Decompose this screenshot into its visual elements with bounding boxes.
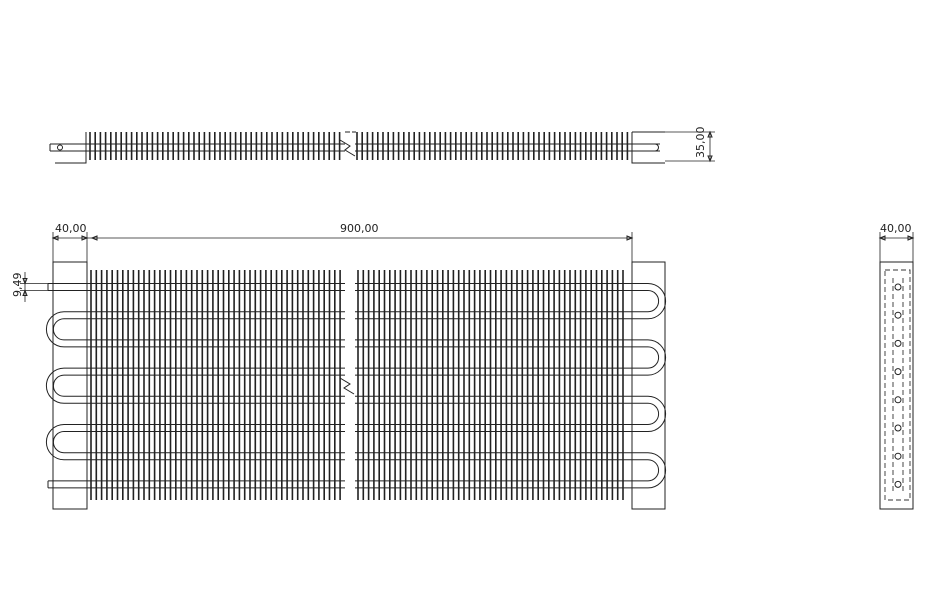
side-view [879,261,914,510]
side-bracket [879,261,914,510]
tube-section-icon [894,283,902,291]
dim-arrow [81,235,89,241]
dim-arrow [707,155,713,163]
dim-overall-length: 900,00 [340,222,379,235]
tube-bend-left [52,374,65,397]
dim-arrow [22,278,28,285]
tube-bend-right [647,346,660,369]
dim-top-height: 35,00 [694,127,707,159]
tube-section-icon [894,424,902,432]
tube-bend-right [647,290,660,313]
tube-end-icon [57,144,63,151]
tube-bend [654,143,659,152]
break-symbol [339,139,356,157]
tube-bend-left [45,424,65,461]
tube-bend-right [647,339,667,376]
dim-arrow [878,235,886,241]
dim-side-width: 40,00 [880,222,912,235]
dim-arrow [51,235,59,241]
dim-tube-diameter: 9,49 [11,273,24,298]
top-view [49,131,665,164]
front-view [45,261,667,510]
dim-arrow [22,289,28,296]
tube-bend-right [647,459,660,482]
dimensions: 35,00 40,00 900,00 9,49 40,00 [11,127,915,302]
dim-arrow [907,235,915,241]
tube-bend-right [647,395,667,432]
tube-bend-left [45,311,65,348]
right-bracket [631,261,666,510]
left-bracket [55,132,87,164]
tube-section-icon [894,396,902,404]
tube-bend-left [45,367,65,404]
tube-section-icon [894,480,902,488]
dim-left-bracket-width: 40,00 [55,222,87,235]
tube-bend-right [647,283,667,320]
tube-section-icon [894,339,902,347]
dim-arrow [626,235,634,241]
tube-bend-left [52,431,65,454]
tube-bend-left [52,318,65,341]
tube-section-icon [894,311,902,319]
dim-arrow [90,235,98,241]
hidden-outline [884,269,911,501]
tube-bend-right [647,452,667,489]
dim-arrow [707,130,713,138]
right-bracket [631,132,665,164]
tube-section-icon [894,452,902,460]
tube-section-icon [894,368,902,376]
left-bracket [52,261,88,510]
break-symbol [339,377,355,395]
tube-bend-right [647,402,660,425]
